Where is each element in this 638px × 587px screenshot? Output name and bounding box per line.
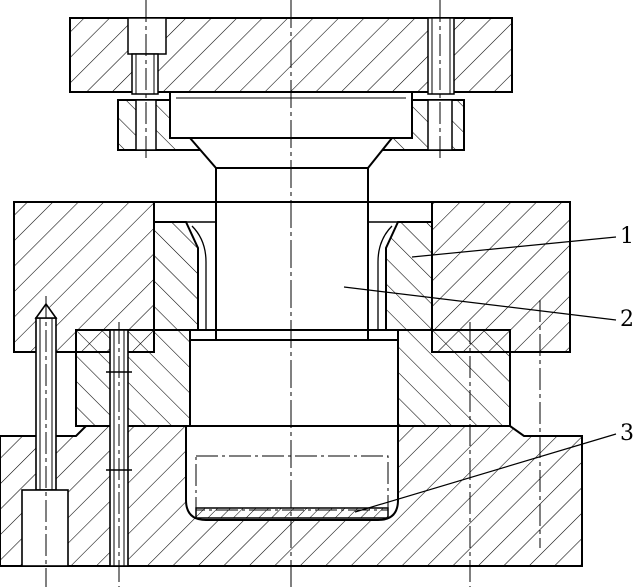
die-ring	[153, 221, 433, 331]
top-plate	[69, 17, 513, 95]
callout-2-label: 2	[620, 307, 634, 332]
callout-1-label: 1	[620, 224, 634, 249]
upper-die-holder	[13, 201, 571, 353]
workpiece	[195, 455, 389, 519]
center-lines	[45, 0, 541, 587]
punch	[187, 137, 395, 341]
callout-3-label: 3	[620, 421, 634, 446]
lower-die-blocks	[75, 329, 511, 427]
leader-lines	[343, 236, 617, 513]
